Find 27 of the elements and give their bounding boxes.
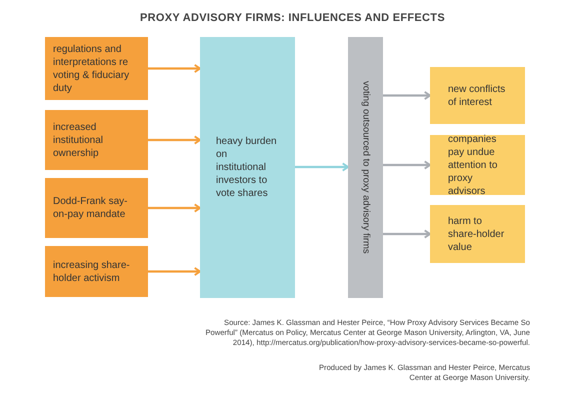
node-text: increasing share-holder activism (53, 258, 131, 284)
node-text: companies pay undue attention to proxy advisors (448, 132, 498, 198)
node-text: increased institutional ownership (53, 120, 104, 160)
node-text: Dodd-Frank say-on-pay mandate (53, 195, 128, 221)
arrow (148, 204, 201, 212)
effect-box (430, 67, 525, 124)
arrow (148, 64, 201, 73)
node-text: heavy burden on institutional investors to vote shares (216, 135, 278, 200)
outsourcing-bar (348, 37, 383, 298)
arrow (383, 160, 431, 170)
arrow (148, 136, 201, 144)
effect-box (430, 135, 525, 195)
node-text: new conflicts of interest (448, 82, 506, 108)
input-box (45, 110, 148, 170)
node-text: voting outsourced to proxy advisory firms (360, 81, 372, 254)
arrow (383, 230, 431, 238)
node-text: regulations and interpretations re voting & fiduciary duty (53, 42, 130, 94)
input-box (45, 246, 148, 297)
arrow (383, 91, 431, 100)
arrow (295, 162, 349, 172)
input-box (45, 37, 148, 100)
burden-box (200, 37, 295, 298)
node-text: harm to share-holder value (448, 214, 506, 254)
effect-box (430, 205, 525, 263)
diagram-title: PROXY ADVISORY FIRMS: INFLUENCES AND EFFECTS (139, 12, 446, 24)
arrow (148, 267, 201, 276)
input-box (45, 178, 148, 238)
